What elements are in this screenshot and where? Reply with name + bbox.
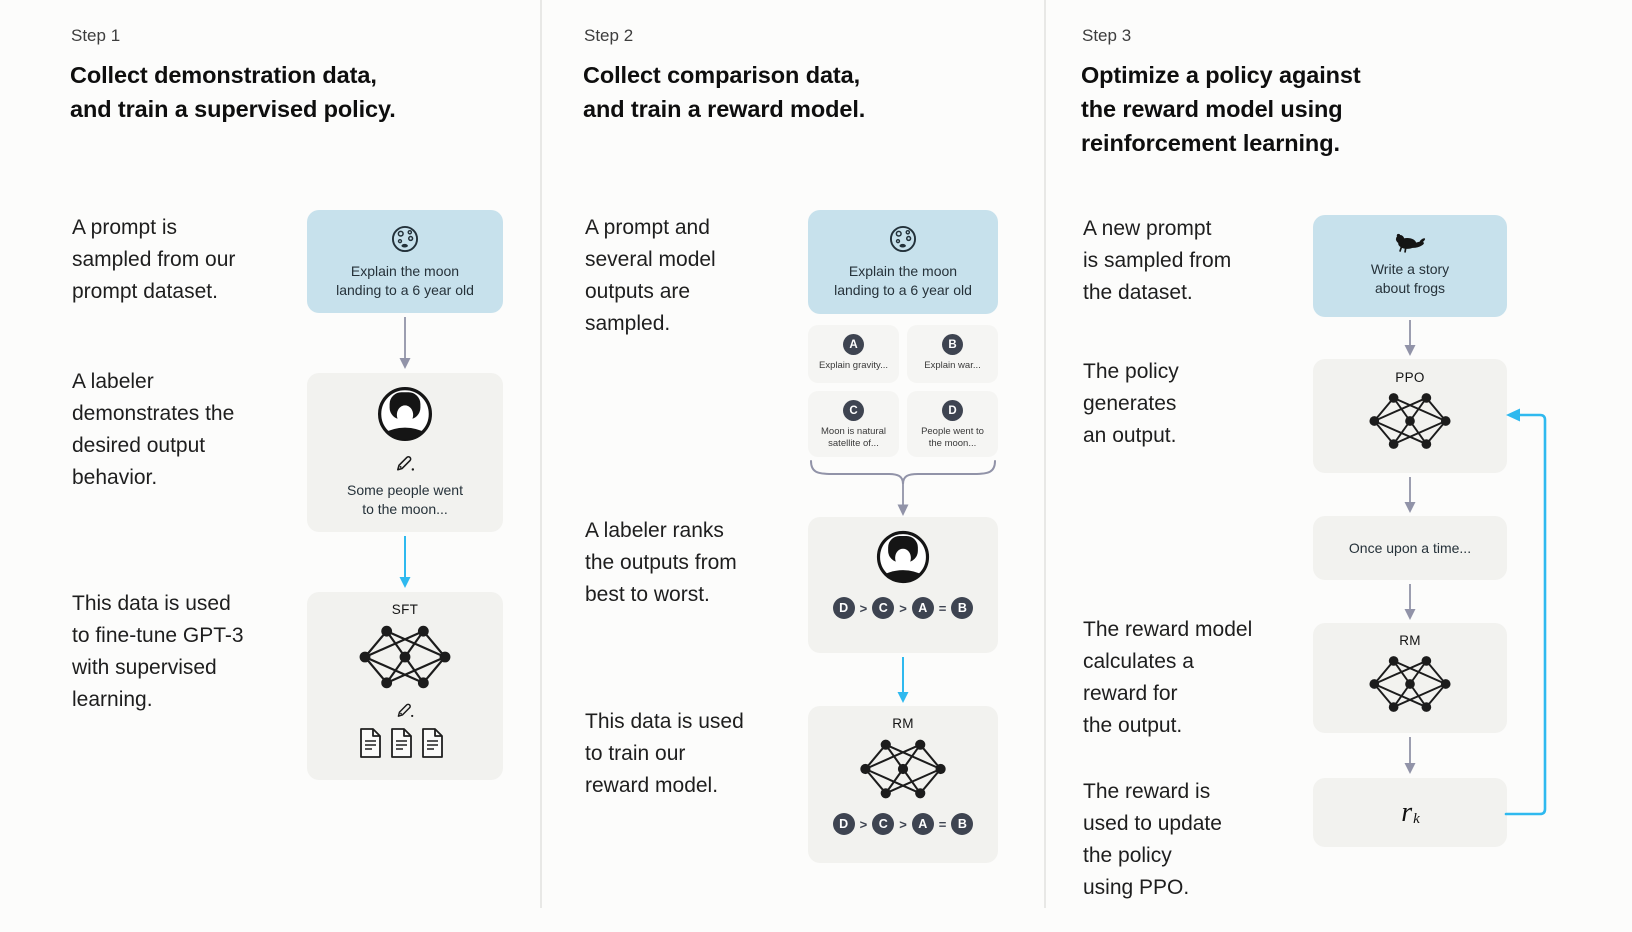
rank-badge: C: [872, 813, 895, 835]
output-text: Explain war...: [924, 360, 981, 371]
ppo-label: PPO: [1395, 370, 1425, 385]
step3-text-policy: The policy generates an output.: [1083, 360, 1179, 447]
step1-labeler-box-text: Some people went to the moon...: [347, 482, 463, 517]
step1-prompt-box: Explain the moon landing to a 6 year old: [307, 210, 503, 313]
output-text: Explain gravity...: [819, 360, 888, 371]
output-cell-d: D People went to the moon...: [907, 391, 998, 457]
output-text: Moon is natural satellite of...: [821, 426, 886, 449]
rank-separator: =: [938, 600, 947, 616]
neural-network-icon: [1369, 393, 1451, 449]
brace-merge-arrow-icon: [810, 460, 996, 516]
labeler-avatar-icon: [876, 530, 930, 584]
rank-badge: D: [832, 597, 855, 619]
step1-text-labeler: A labeler demonstrates the desired outpu…: [72, 370, 235, 489]
step2-text-labeler: A labeler ranks the outputs from best to…: [585, 519, 737, 606]
ranking-row: D > C > A = B: [832, 813, 974, 835]
step1-labeler-box: Some people went to the moon...: [307, 373, 503, 532]
output-badge: A: [843, 334, 864, 355]
step3-label: Step 3: [1082, 26, 1132, 45]
output-text: People went to the moon...: [921, 426, 984, 449]
step3-ppo-box: PPO: [1313, 359, 1507, 473]
step2-text-data: This data is used to train our reward mo…: [585, 710, 744, 797]
step2-prompt-box: Explain the moon landing to a 6 year old: [808, 210, 998, 314]
step3-output-box-text: Once upon a time...: [1348, 539, 1472, 556]
pencil-icon: [397, 456, 415, 471]
neural-network-icon: [860, 739, 946, 799]
step1-title: Collect demonstration data, and train a …: [70, 62, 396, 122]
step1-prompt-box-text: Explain the moon landing to a 6 year old: [336, 263, 474, 298]
step2-rm-box: RM D > C > A = B: [808, 706, 998, 863]
reward-symbol-subscript: k: [1413, 811, 1420, 827]
rank-badge: A: [911, 813, 934, 835]
step1-text-data: This data is used to fine-tune GPT-3 wit…: [72, 592, 244, 711]
step2-title: Collect comparison data, and train a rew…: [583, 62, 866, 122]
blue-down-arrow-icon: [897, 657, 909, 703]
step3-title: Optimize a policy against the reward mod…: [1081, 62, 1361, 156]
rank-badge: A: [911, 597, 934, 619]
rank-separator: =: [938, 816, 947, 832]
down-arrow-icon: [1404, 584, 1416, 620]
ranking-row: D > C > A = B: [832, 597, 974, 619]
step1-text-prompt: A prompt is sampled from our prompt data…: [72, 216, 236, 303]
step1-sft-box: SFT: [307, 592, 503, 780]
down-arrow-icon: [399, 317, 411, 369]
neural-network-icon: [1369, 656, 1451, 712]
rank-separator: >: [859, 816, 868, 832]
rank-separator: >: [899, 600, 907, 616]
step2-prompt-box-text: Explain the moon landing to a 6 year old: [834, 263, 972, 298]
sft-label: SFT: [391, 602, 419, 617]
rank-badge: B: [951, 813, 974, 835]
moon-icon: [889, 225, 917, 253]
output-badge: B: [942, 334, 963, 355]
step3-text-reward: The reward model calculates a reward for…: [1083, 618, 1253, 737]
blue-down-arrow-icon: [399, 536, 411, 588]
step2-text-prompt: A prompt and several model outputs are s…: [585, 216, 716, 335]
step1-label: Step 1: [71, 26, 121, 45]
down-arrow-icon: [1404, 320, 1416, 356]
rank-badge: B: [951, 597, 974, 619]
documents-icon: [360, 728, 443, 758]
output-cell-a: A Explain gravity...: [808, 325, 899, 383]
moon-icon: [391, 225, 419, 253]
neural-network-icon: [359, 625, 451, 689]
step3-prompt-box: Write a story about frogs: [1313, 215, 1507, 317]
labeler-avatar-icon: [377, 386, 433, 442]
output-cell-c: C Moon is natural satellite of...: [808, 391, 899, 457]
rank-separator: >: [899, 816, 907, 832]
rank-badge: D: [832, 813, 855, 835]
column-divider-2: [1044, 0, 1046, 908]
pencil-icon: [397, 703, 414, 718]
output-badge: C: [843, 400, 864, 421]
feedback-loop-arrow-icon: [1504, 408, 1547, 816]
step2-labeler-box: D > C > A = B: [808, 517, 998, 653]
down-arrow-icon: [1404, 737, 1416, 774]
rm-label: RM: [1399, 633, 1421, 648]
step2-label: Step 2: [584, 26, 634, 45]
rank-badge: C: [872, 597, 895, 619]
rank-separator: >: [859, 600, 868, 616]
reward-symbol: r: [1401, 796, 1413, 828]
step3-rm-box: RM: [1313, 623, 1507, 733]
rm-label: RM: [892, 716, 914, 731]
step3-prompt-box-text: Write a story about frogs: [1370, 261, 1450, 296]
step3-text-update: The reward is used to update the policy …: [1083, 780, 1222, 899]
output-cell-b: B Explain war...: [907, 325, 998, 383]
column-divider-1: [540, 0, 542, 908]
output-badge: D: [942, 400, 963, 421]
step3-output-box: Once upon a time...: [1313, 516, 1507, 580]
frog-icon: [1395, 233, 1426, 253]
down-arrow-icon: [1404, 477, 1416, 513]
step3-text-prompt: A new prompt is sampled from the dataset…: [1083, 217, 1232, 304]
